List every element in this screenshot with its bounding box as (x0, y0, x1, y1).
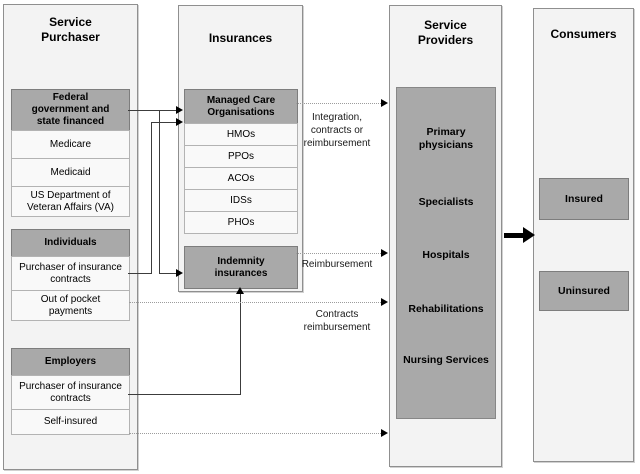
phos-box: PHOs (184, 211, 298, 234)
insurances-title: Insurances (179, 6, 302, 46)
medicaid-label: Medicaid (50, 166, 91, 178)
hospitals-item: Hospitals (397, 249, 495, 262)
hmos-label: HMOs (226, 128, 256, 140)
nursing-services-item: Nursing Services (397, 354, 495, 367)
service-purchaser-title: Service Purchaser (4, 5, 137, 45)
veteran-affairs-label: US Department of Veteran Affairs (VA) (27, 189, 114, 213)
federal-to-mco-line (128, 110, 176, 111)
consumers-panel: Consumers Insured Uninsured (533, 8, 634, 462)
employers-group: Employers Purchaser of insurance contrac… (11, 348, 130, 435)
consumers-title-text: Consumers (550, 27, 617, 41)
individuals-box: Individuals (11, 229, 130, 257)
federal-to-indemnity-line (159, 273, 176, 274)
uninsured-box: Uninsured (539, 271, 629, 311)
service-providers-title-text: Service Providers (417, 18, 474, 47)
medicaid-box: Medicaid (11, 158, 130, 187)
federal-to-indemnity-arrowhead (176, 269, 183, 277)
primary-physicians-item: Primary physicians (397, 126, 495, 152)
managed-care-box: Managed Care Organisations (184, 89, 298, 124)
federal-group: Federal government and state financed Me… (11, 89, 130, 217)
providers-to-consumers-arrow (504, 233, 524, 238)
individuals-purchaser-box: Purchaser of insurance contracts (11, 256, 130, 291)
insurances-title-text: Insurances (208, 31, 273, 45)
self-insured-box: Self-insured (11, 409, 130, 435)
indemnity-label: Indemnity insurances (214, 255, 268, 279)
individuals-group: Individuals Purchaser of insurance contr… (11, 229, 130, 321)
nursing-services-label: Nursing Services (403, 354, 489, 366)
federal-to-indemnity-vline (159, 110, 160, 274)
managed-care-group: Managed Care Organisations HMOs PPOs ACO… (184, 89, 298, 234)
primary-physicians-label: Primary physicians (418, 126, 474, 152)
out-of-pocket-label: Out of pocket payments (40, 293, 101, 317)
insurances-panel: Insurances Managed Care Organisations HM… (178, 5, 303, 292)
idss-label: IDSs (230, 194, 252, 206)
providers-box: Primary physicians Specialists Hospitals… (396, 87, 496, 419)
veteran-affairs-box: US Department of Veteran Affairs (VA) (11, 186, 130, 217)
hospitals-label: Hospitals (422, 249, 470, 261)
hmos-box: HMOs (184, 123, 298, 146)
employers-to-indemnity-arrowhead (236, 287, 244, 294)
rehabilitations-label: Rehabilitations (408, 303, 484, 315)
insured-box: Insured (539, 178, 629, 220)
individuals-to-mco-hline2 (151, 122, 176, 123)
contracts-reimbursement-edge-label: Contracts reimbursement (303, 309, 371, 333)
individuals-to-mco-vline (151, 122, 152, 274)
selfinsured-to-providers-dotted-line (129, 433, 381, 434)
indemnity-to-providers-dotted-line (296, 253, 381, 254)
out-of-pocket-box: Out of pocket payments (11, 290, 130, 321)
employers-to-indemnity-vline (240, 293, 241, 394)
acos-box: ACOs (184, 167, 298, 190)
individuals-to-mco-arrowhead (176, 118, 183, 126)
individuals-to-mco-hline1 (128, 273, 151, 274)
self-insured-label: Self-insured (43, 416, 98, 427)
service-providers-title: Service Providers (390, 6, 501, 48)
indemnity-group: Indemnity insurances (184, 246, 298, 289)
federal-government-label: Federal government and state financed (31, 92, 110, 127)
outofpocket-to-providers-arrowhead (381, 298, 388, 306)
specialists-label: Specialists (418, 196, 474, 208)
federal-government-box: Federal government and state financed (11, 89, 130, 131)
integration-edge-label: Integration, contracts or reimbursement (303, 112, 371, 149)
idss-box: IDSs (184, 189, 298, 212)
indemnity-to-providers-arrowhead (381, 249, 388, 257)
mco-to-providers-arrowhead (381, 99, 388, 107)
acos-label: ACOs (227, 172, 255, 184)
outofpocket-to-providers-dotted-line (129, 302, 381, 303)
service-providers-panel: Service Providers Primary physicians Spe… (389, 5, 502, 467)
individuals-label: Individuals (44, 237, 97, 248)
employers-box: Employers (11, 348, 130, 376)
medicare-box: Medicare (11, 130, 130, 159)
indemnity-box: Indemnity insurances (184, 246, 298, 289)
consumers-title: Consumers (534, 9, 633, 42)
specialists-item: Specialists (397, 196, 495, 209)
rehabilitations-item: Rehabilitations (397, 303, 495, 316)
managed-care-label: Managed Care Organisations (206, 94, 276, 118)
service-purchaser-panel: Service Purchaser Federal government and… (3, 4, 138, 470)
individuals-purchaser-label: Purchaser of insurance contracts (19, 261, 122, 285)
federal-to-mco-arrowhead (176, 106, 183, 114)
reimbursement-edge-label: Reimbursement (301, 259, 373, 270)
employers-purchaser-label: Purchaser of insurance contracts (19, 380, 122, 404)
employers-label: Employers (44, 356, 97, 367)
insured-label: Insured (565, 193, 603, 205)
mco-to-providers-dotted-line (296, 103, 381, 104)
uninsured-label: Uninsured (558, 285, 610, 297)
phos-label: PHOs (227, 216, 255, 228)
employers-to-indemnity-hline (128, 394, 241, 395)
ppos-label: PPOs (227, 150, 255, 162)
medicare-label: Medicare (49, 138, 92, 150)
ppos-box: PPOs (184, 145, 298, 168)
service-purchaser-title-text: Service Purchaser (41, 15, 100, 44)
selfinsured-to-providers-arrowhead (381, 429, 388, 437)
employers-purchaser-box: Purchaser of insurance contracts (11, 375, 130, 410)
providers-to-consumers-arrowhead (523, 227, 535, 243)
